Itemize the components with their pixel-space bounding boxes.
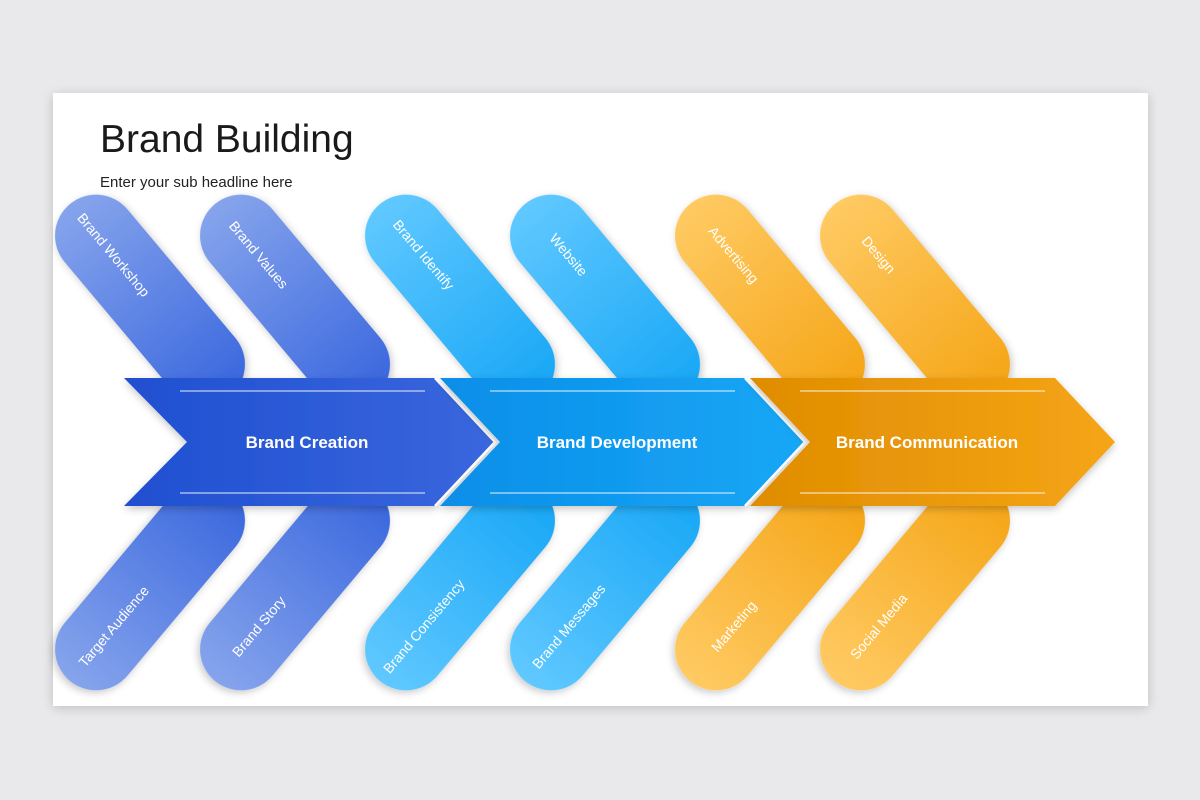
stage-label-brand-communication: Brand Communication bbox=[836, 433, 1018, 452]
top-pill-brand-identify: Brand Identify bbox=[365, 194, 555, 406]
top-pill-design: Design bbox=[820, 194, 1010, 406]
bottom-pill-brand-story: Brand Story bbox=[200, 479, 390, 691]
stage-arrow-brand-communication bbox=[750, 378, 1115, 506]
labels-group: Brand Creation Brand Development Brand Com… bbox=[246, 433, 1019, 452]
stage-arrow-brand-creation bbox=[124, 377, 497, 507]
bottom-pill-social-media: Social Media bbox=[820, 479, 1010, 691]
stage-arrow-brand-development bbox=[440, 377, 807, 507]
stage-label-brand-development: Brand Development bbox=[537, 433, 698, 452]
page-title: Brand Building bbox=[100, 118, 354, 161]
bottom-pill-brand-messages: Brand Messages bbox=[510, 479, 700, 691]
top-pill-brand-values: Brand Values bbox=[200, 194, 390, 406]
top-pill-brand-workshop: Brand Workshop bbox=[55, 194, 245, 406]
bottom-pill-target-audience: Target Audience bbox=[55, 479, 245, 691]
top-pill-advertising: Advertising bbox=[675, 194, 865, 406]
bottom-pill-marketing: Marketing bbox=[675, 479, 865, 691]
stage-label-brand-creation: Brand Creation bbox=[246, 433, 369, 452]
arrows-group bbox=[124, 377, 1115, 507]
top-pill-website: Website bbox=[510, 194, 700, 406]
page-subtitle: Enter your sub headline here bbox=[100, 174, 293, 191]
